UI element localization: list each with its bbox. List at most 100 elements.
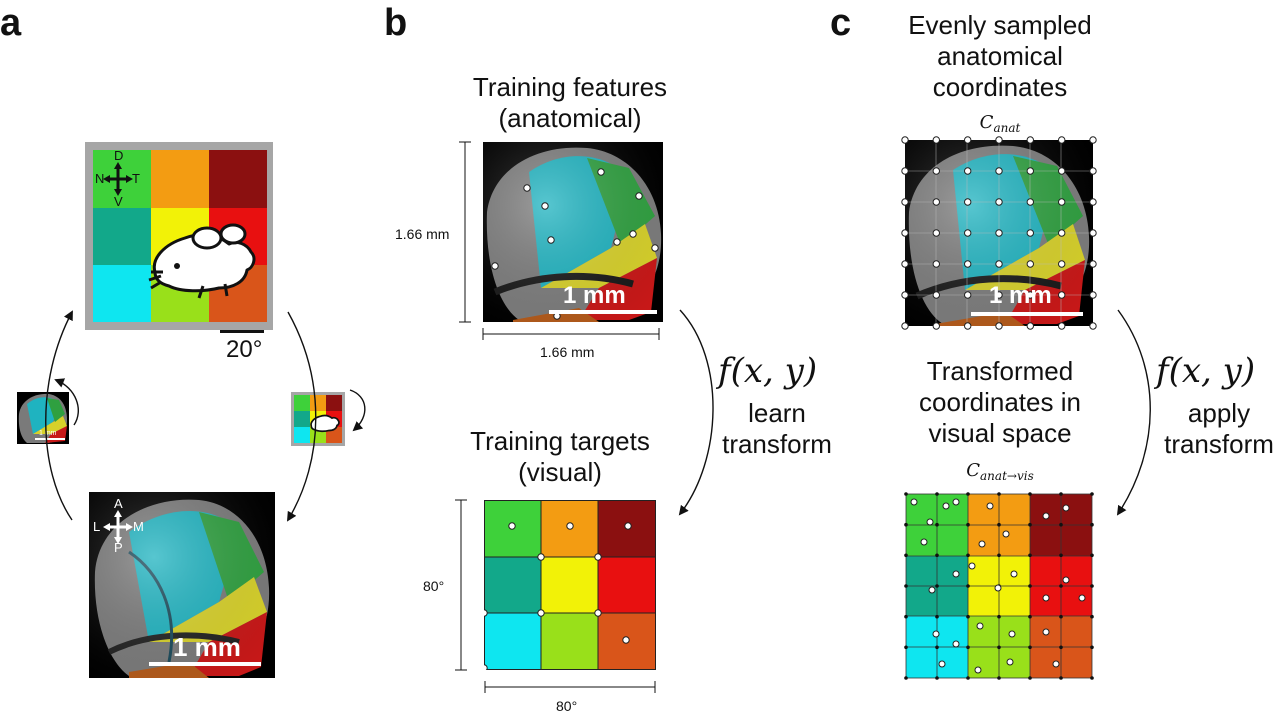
brain-training-features: 1 mm <box>483 142 663 322</box>
grid-vertex <box>1090 676 1094 680</box>
brain-image-anatomical: 1 mm A P L M <box>89 492 275 678</box>
sample-point <box>995 136 1003 144</box>
grid-vertex <box>935 584 939 588</box>
compass-arrows-icon <box>103 510 133 544</box>
feature-point <box>613 238 621 246</box>
brain-thumbnail: 1 mm <box>17 392 69 444</box>
visual-map-thumbnail <box>291 392 345 446</box>
sample-point <box>1089 136 1097 144</box>
sample-point <box>901 136 909 144</box>
transformed-point <box>974 666 982 674</box>
sample-point <box>995 291 1003 299</box>
sample-point <box>1026 167 1035 175</box>
grid-vertex <box>997 553 1001 558</box>
step-line: apply <box>1187 398 1251 428</box>
scale-bar-anat <box>149 662 261 666</box>
sample-point <box>1058 167 1066 175</box>
sample-point <box>1026 260 1035 268</box>
grid-vertex <box>997 645 1001 650</box>
transformed-point <box>1042 512 1050 520</box>
sample-point <box>1058 322 1066 330</box>
sample-point <box>995 260 1003 268</box>
grid-vertex <box>1028 492 1032 496</box>
grid-vertex <box>966 584 970 588</box>
sample-point <box>1058 291 1066 299</box>
grid-vertex <box>1028 584 1032 588</box>
sample-point <box>995 229 1003 237</box>
sample-point <box>1026 322 1035 330</box>
transformed-point <box>926 518 934 526</box>
grid-vertex <box>966 645 970 650</box>
grid-vertex <box>935 522 939 527</box>
title-training-targets: Training targets (visual) <box>430 426 690 488</box>
grid-vertex <box>1059 492 1063 496</box>
panel-label-a: a <box>0 2 22 44</box>
arrow-up-left <box>45 310 73 521</box>
sample-point <box>964 198 972 206</box>
compass-arrows-icon <box>103 162 133 196</box>
feature-point <box>651 244 659 252</box>
compass-label-top: D <box>114 148 124 163</box>
transformed-point <box>938 660 946 668</box>
transformed-point <box>986 502 994 510</box>
compass-label-left: N <box>95 171 105 186</box>
feature-point <box>597 168 605 176</box>
grid-vertex <box>1059 584 1063 588</box>
arrow-apply <box>1116 309 1151 516</box>
sample-point <box>1058 229 1066 237</box>
panel-label-b: b <box>384 2 408 44</box>
transformed-point <box>1010 570 1018 578</box>
transformed-point <box>952 640 960 648</box>
title-line: visual space <box>928 418 1072 448</box>
transformed-point <box>1002 530 1010 538</box>
arrow-thumb-right <box>349 389 366 432</box>
thumbnail-scale-bar <box>35 438 65 440</box>
scale-bar <box>971 312 1083 316</box>
grid-vertex <box>1059 522 1063 527</box>
sample-point <box>932 167 940 175</box>
grid-vertex <box>904 645 908 650</box>
grid-vertex <box>1028 614 1032 619</box>
sample-point <box>995 198 1003 206</box>
target-grid <box>480 500 656 672</box>
transformed-point <box>1042 594 1050 602</box>
grid-cell <box>541 613 598 670</box>
transformed-point <box>932 630 940 638</box>
step-learn-transform: learn transform <box>718 398 836 460</box>
grid-cell <box>93 208 151 265</box>
grid-vertex <box>1059 645 1063 650</box>
feature-point <box>547 236 555 244</box>
transformed-point <box>910 498 918 506</box>
grid-vertex <box>935 676 939 680</box>
scale-bar <box>549 310 657 314</box>
function-f-learn: f(x, y) <box>718 351 818 391</box>
grid-vertex <box>904 492 908 496</box>
grid-cell <box>294 427 310 443</box>
sample-point <box>1089 322 1097 330</box>
feature-point <box>629 230 637 238</box>
thumbnail-scale-label: 1 mm <box>39 430 57 437</box>
sample-point <box>932 198 940 206</box>
symbol-base: C <box>966 460 981 481</box>
grid-vertex <box>997 676 1001 680</box>
grid-vertex <box>997 614 1001 619</box>
sample-point <box>1089 229 1097 237</box>
grid-vertex <box>904 553 908 558</box>
grid-vertex <box>966 553 970 558</box>
grid-vertex <box>966 492 970 496</box>
compass-label-bottom: P <box>114 540 123 555</box>
sample-point <box>964 229 972 237</box>
compass-label-bottom: V <box>114 194 123 209</box>
grid-cell <box>598 557 656 613</box>
sample-point <box>1089 260 1097 268</box>
transformed-map <box>904 492 1094 680</box>
step-apply-transform: apply transform <box>1160 398 1278 460</box>
scale-label: 1 mm <box>563 282 626 309</box>
transformed-point <box>968 562 976 570</box>
feature-point <box>541 202 549 210</box>
transformed-point <box>1062 576 1070 584</box>
title-line: coordinates in <box>919 387 1081 417</box>
feature-point <box>635 192 643 200</box>
scale-label-visual: 20° <box>226 336 263 363</box>
